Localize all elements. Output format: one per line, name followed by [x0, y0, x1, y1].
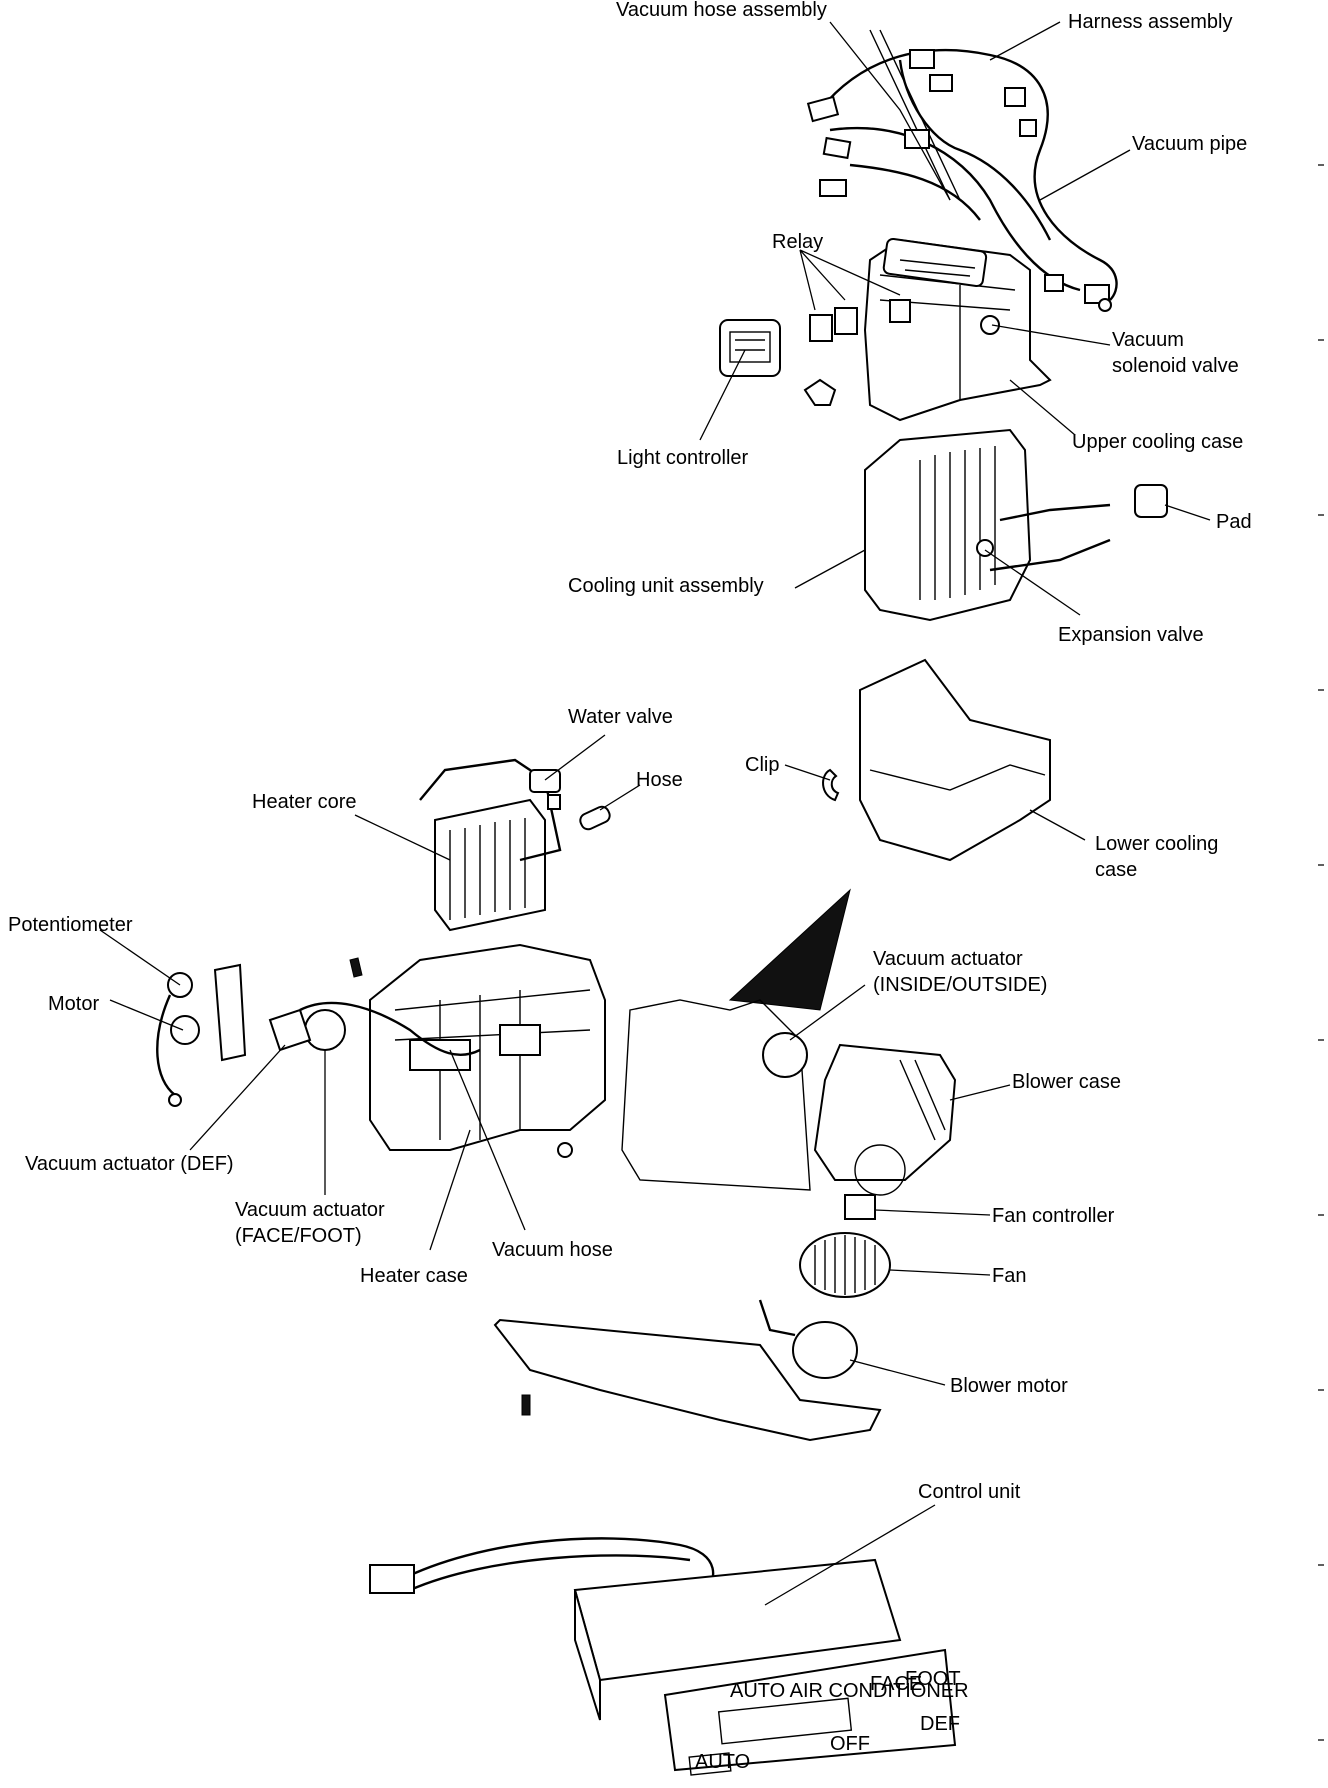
margin-ticks — [1318, 164, 1324, 1741]
panel-off-text: OFF — [830, 1733, 870, 1755]
blower-case-drawing — [621, 888, 957, 1196]
pad-drawing — [1134, 484, 1168, 518]
heater-case-drawing — [349, 943, 606, 1158]
panel-title-text: AUTO AIR CONDITIONER — [730, 1680, 969, 1702]
label-relay: Relay — [772, 231, 823, 253]
label-control-unit: Control unit — [918, 1481, 1021, 1503]
label-clip: Clip — [745, 754, 779, 776]
label-vacuum-pipe: Vacuum pipe — [1132, 133, 1247, 155]
control-unit-drawing: AUTO AIR CONDITIONER AUTO FACE FOOT OFF … — [369, 1537, 969, 1776]
label-vacuum-actuator-io-line1: Vacuum actuator — [873, 948, 1023, 970]
hose-drawing — [579, 805, 611, 831]
motor-potentiometer-drawing — [156, 963, 247, 1107]
label-upper-cooling-case: Upper cooling case — [1072, 431, 1243, 453]
harness-assembly-drawing — [806, 29, 1118, 312]
label-potentiometer: Potentiometer — [8, 914, 133, 936]
label-vacuum-actuator-io-line2: (INSIDE/OUTSIDE) — [873, 974, 1047, 996]
leader-lines — [99, 21, 1211, 1606]
panel-face-text: FACE — [870, 1673, 922, 1695]
callout-labels: Vacuum hose assembly Harness assembly Va… — [8, 0, 1252, 1503]
label-blower-motor: Blower motor — [950, 1375, 1068, 1397]
panel-def-text: DEF — [920, 1713, 960, 1735]
label-heater-case: Heater case — [360, 1265, 468, 1287]
label-vacuum-hose-assembly: Vacuum hose assembly — [616, 0, 827, 21]
label-hose: Hose — [636, 769, 683, 791]
cooling-unit-assembly-drawing — [864, 428, 1111, 622]
clip-drawing — [822, 768, 840, 802]
label-vacuum-actuator-ff-line1: Vacuum actuator — [235, 1199, 385, 1221]
label-pad: Pad — [1216, 511, 1252, 533]
vacuum-actuator-face-foot-drawing — [304, 1009, 346, 1051]
panel-auto-text: AUTO — [695, 1751, 750, 1773]
lower-cooling-case-drawing — [859, 658, 1051, 862]
label-vacuum-solenoid-valve-line2: solenoid valve — [1112, 355, 1239, 377]
fan-drawing — [799, 1232, 891, 1298]
light-controller-drawing — [719, 319, 781, 377]
label-fan-controller: Fan controller — [992, 1205, 1115, 1227]
label-vacuum-solenoid-valve-line1: Vacuum — [1112, 329, 1184, 351]
label-harness-assembly: Harness assembly — [1068, 11, 1233, 33]
label-motor: Motor — [48, 993, 99, 1015]
lower-duct-drawing — [493, 1318, 882, 1442]
blower-motor-drawing — [758, 1299, 858, 1379]
upper-cooling-case-drawing — [803, 237, 1052, 422]
label-fan: Fan — [992, 1265, 1026, 1287]
water-valve-drawing — [529, 769, 561, 810]
vacuum-actuator-def-drawing — [268, 1008, 312, 1052]
fan-controller-drawing — [844, 1194, 876, 1220]
label-cooling-unit-assembly: Cooling unit assembly — [568, 575, 764, 597]
panel-foot-text: FOOT — [905, 1668, 961, 1690]
heater-core-drawing — [419, 758, 562, 932]
label-lower-cooling-case-line2: case — [1095, 859, 1137, 881]
label-light-controller: Light controller — [617, 447, 749, 469]
label-vacuum-hose: Vacuum hose — [492, 1239, 613, 1261]
label-heater-core: Heater core — [252, 791, 357, 813]
label-vacuum-actuator-ff-line2: (FACE/FOOT) — [235, 1225, 362, 1247]
label-expansion-valve: Expansion valve — [1058, 624, 1204, 646]
label-vacuum-actuator-def: Vacuum actuator (DEF) — [25, 1153, 234, 1175]
label-blower-case: Blower case — [1012, 1071, 1121, 1093]
label-water-valve: Water valve — [568, 706, 673, 728]
label-lower-cooling-case-line1: Lower cooling — [1095, 833, 1218, 855]
